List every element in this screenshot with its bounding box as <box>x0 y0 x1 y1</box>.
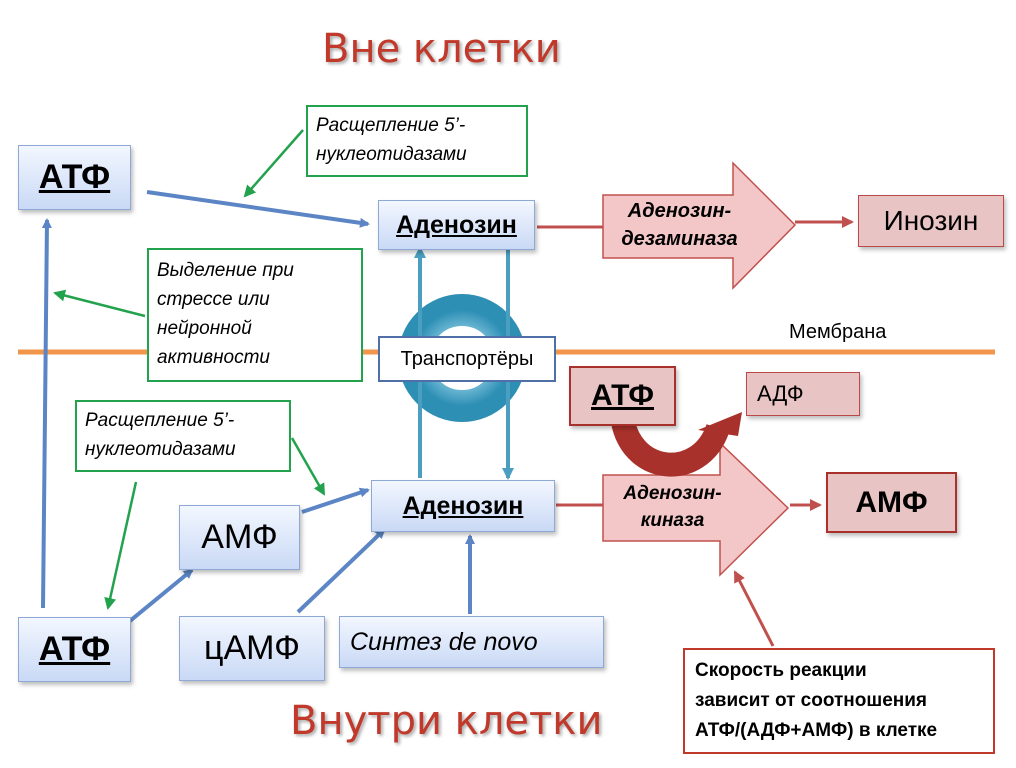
amp-inside-node: АМФ <box>179 505 300 570</box>
note-cleavage-top-line1: Расщепление 5’- <box>316 115 466 136</box>
amp-product-label: АМФ <box>855 485 928 519</box>
note-rate-line3: АТФ/(АДФ+АМФ) в клетке <box>695 720 938 741</box>
note-release-line1: Выделение при <box>157 260 294 281</box>
de-novo-label: Синтез de novo <box>350 628 538 656</box>
note-release-line4: активности <box>157 347 270 368</box>
transporters-label: Транспортёры <box>400 347 534 370</box>
inosine-label: Инозин <box>883 205 979 236</box>
title-outside-cell: Вне клетки <box>322 26 561 72</box>
camp-label: цАМФ <box>204 629 300 667</box>
note-cleavage-bottom-line2: нуклеотидазами <box>85 439 236 460</box>
note-release: Выделение при стрессе или нейронной акти… <box>147 248 363 382</box>
green-arrow-cleavage-top <box>243 129 304 198</box>
atp-outside-label: АТФ <box>38 158 111 196</box>
green-arrow-release <box>53 289 146 318</box>
atp-kinase-label: АТФ <box>591 379 654 412</box>
membrane-label: Мембрана <box>789 321 887 343</box>
adenosine-outside-label: Аденозин <box>396 210 517 239</box>
kinase-label-line1: Аденозин- <box>623 483 722 504</box>
deaminase-label: Аденозин- дезаминаза <box>612 197 747 253</box>
note-release-line2: стрессе или <box>157 289 270 310</box>
adp-node: АДФ <box>746 372 860 416</box>
deaminase-label-line2: дезаминаза <box>621 228 738 250</box>
inosine-node: Инозин <box>858 195 1004 247</box>
arrow-camp-to-adenosine <box>296 528 386 614</box>
atp-inside-node: АТФ <box>18 617 131 682</box>
adp-label: АДФ <box>757 381 804 406</box>
note-cleavage-bottom: Расщепление 5’- нуклеотидазами <box>75 400 291 472</box>
amp-product-node: АМФ <box>826 472 957 533</box>
adenosine-inside-label: Аденозин <box>402 491 524 520</box>
curved-arrow-head <box>698 412 742 436</box>
red-arrow-rate-to-kinase <box>733 570 775 647</box>
atp-inside-label: АТФ <box>38 630 111 668</box>
kinase-block-arrow <box>602 441 790 577</box>
title-inside-cell: Внутри клетки <box>290 698 603 744</box>
note-release-line3: нейронной <box>157 318 252 339</box>
arrow-atp-to-adenosine-outside <box>146 190 370 228</box>
transporters-label-box: Транспортёры <box>378 336 556 382</box>
green-arrow-cleavage-bottom-right <box>290 437 326 496</box>
green-arrow-cleavage-bottom-down <box>104 481 138 610</box>
note-cleavage-top: Расщепление 5’- нуклеотидазами <box>306 105 528 177</box>
note-rate-line2: зависит от соотношения <box>695 690 928 711</box>
arrow-atp-to-amp <box>123 568 194 627</box>
camp-node: цАМФ <box>179 616 325 681</box>
arrow-atp-inside-to-outside <box>41 218 52 609</box>
kinase-label: Аденозин- киназа <box>610 480 735 534</box>
note-rate-line1: Скорость реакции <box>695 660 867 681</box>
curved-arrow-atp-to-adp <box>610 412 730 477</box>
deaminase-label-line1: Аденозин- <box>627 200 732 222</box>
arrow-amp-to-adenosine <box>301 487 370 514</box>
adenosine-inside-node: Аденозин <box>371 480 555 532</box>
note-rate: Скорость реакции зависит от соотношения … <box>683 648 995 754</box>
kinase-label-line2: киназа <box>640 510 705 531</box>
atp-kinase-node: АТФ <box>569 366 676 426</box>
atp-outside-node: АТФ <box>18 145 131 210</box>
de-novo-node: Синтез de novo <box>339 616 604 668</box>
note-cleavage-top-line2: нуклеотидазами <box>316 144 467 165</box>
note-cleavage-bottom-line1: Расщепление 5’- <box>85 410 235 431</box>
deaminase-block-arrow <box>602 161 797 290</box>
amp-inside-label: АМФ <box>201 518 278 556</box>
adenosine-outside-node: Аденозин <box>378 200 535 250</box>
